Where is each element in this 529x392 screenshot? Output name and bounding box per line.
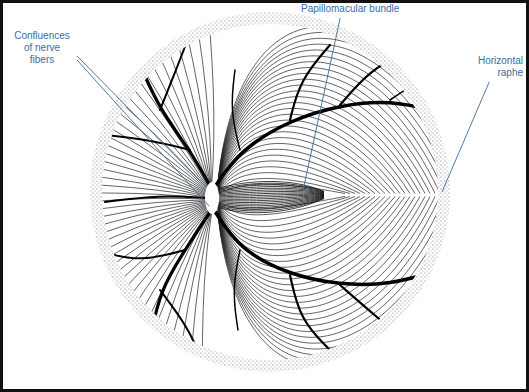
nerve-fiber bbox=[26, 63, 206, 190]
optic-disc bbox=[205, 182, 219, 214]
callout-label: Papillomacular bundle bbox=[300, 3, 400, 15]
nerve-fiber bbox=[218, 32, 470, 193]
leader-line bbox=[77, 60, 209, 206]
nerve-fiber bbox=[0, 150, 205, 195]
callout-label: Confluences of nerve fibers bbox=[10, 30, 74, 66]
blood-vessel bbox=[105, 135, 190, 150]
nerve-fiber bbox=[2, 104, 206, 192]
nerve-fiber bbox=[9, 90, 206, 191]
nerve-fiber bbox=[218, 173, 355, 194]
nerve-fiber bbox=[0, 182, 205, 197]
blood-vessel bbox=[340, 285, 405, 340]
nerve-fiber bbox=[218, 56, 455, 194]
nerve-fiber bbox=[36, 207, 207, 346]
leader-lines bbox=[77, 18, 489, 206]
blood-vessel bbox=[103, 250, 185, 258]
nerve-fiber bbox=[218, 50, 460, 194]
nerve-fiber bbox=[218, 197, 415, 291]
nerve-fiber bbox=[0, 202, 205, 262]
nerve-fiber bbox=[218, 73, 440, 193]
nerve-fiber bbox=[202, 212, 211, 392]
nerve-fiber bbox=[218, 38, 470, 193]
blood-vessel bbox=[150, 212, 210, 340]
nerve-fiber bbox=[218, 85, 430, 193]
leader-line bbox=[77, 56, 205, 186]
nerve-fiber bbox=[70, 209, 207, 379]
nerve-fiber bbox=[218, 197, 470, 361]
nerve-fiber bbox=[218, 44, 465, 193]
leader-line bbox=[304, 18, 340, 186]
nerve-fiber bbox=[218, 197, 470, 367]
blood-vessel bbox=[234, 250, 240, 330]
nerve-fiber bbox=[218, 197, 460, 344]
nerve-fiber bbox=[218, 62, 450, 194]
blood-vessel bbox=[214, 210, 440, 284]
nerve-fiber bbox=[0, 166, 205, 196]
nerve-fiber bbox=[141, 211, 210, 392]
nerve-fiber bbox=[70, 17, 207, 187]
nerve-fiber bbox=[218, 197, 435, 314]
nerve-fiber bbox=[218, 197, 440, 320]
leader-line bbox=[442, 82, 489, 192]
nerve-fibers bbox=[0, 0, 470, 392]
nerve-fiber bbox=[218, 161, 365, 194]
nerve-fiber bbox=[156, 212, 210, 392]
nerve-fiber bbox=[218, 27, 470, 194]
blood-vessel bbox=[160, 28, 192, 110]
nerve-fiber bbox=[126, 211, 210, 392]
blood-vessel bbox=[290, 45, 330, 120]
nerve-fiber bbox=[218, 68, 445, 194]
nerve-fiber bbox=[36, 50, 207, 189]
blood-vessel bbox=[160, 290, 202, 362]
nerve-fiber bbox=[218, 114, 405, 193]
callout-label: Horizontal raphe bbox=[466, 55, 524, 79]
nerve-fiber bbox=[218, 120, 400, 193]
blood-vessel bbox=[105, 196, 206, 202]
blood-vessel bbox=[290, 275, 330, 350]
nerve-fiber bbox=[219, 199, 324, 213]
nerve-fiber bbox=[218, 138, 385, 194]
nerve-fiber bbox=[218, 155, 370, 193]
blood-vessel bbox=[214, 102, 440, 188]
nerve-fiber bbox=[0, 198, 205, 214]
nerve-fiber bbox=[83, 7, 208, 186]
nerve-fiber bbox=[218, 167, 360, 194]
blood-vessel bbox=[232, 70, 240, 150]
blood-vessel bbox=[390, 70, 440, 100]
nerve-fiber bbox=[126, 0, 210, 185]
nerve-fiber bbox=[218, 79, 435, 193]
nerve-fiber bbox=[218, 197, 400, 274]
blood-vessels bbox=[103, 28, 440, 362]
